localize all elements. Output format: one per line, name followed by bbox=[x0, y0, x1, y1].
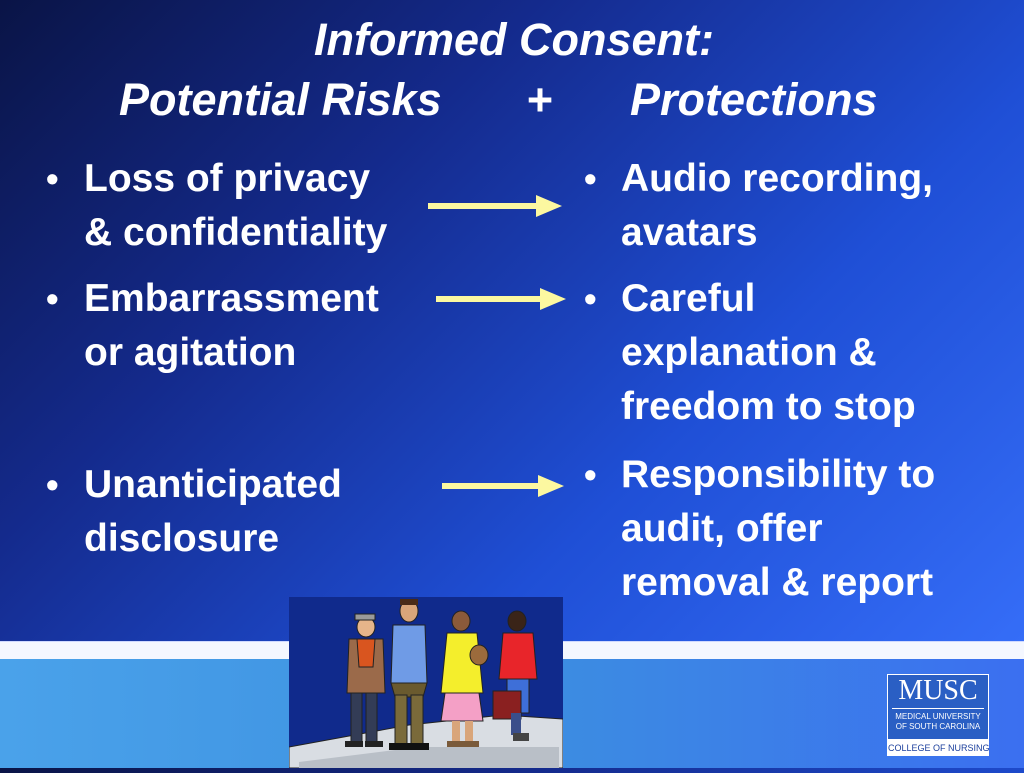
plus-sign: + bbox=[526, 74, 553, 125]
arrow-right-icon bbox=[436, 288, 566, 310]
bullet-dot: • bbox=[46, 464, 59, 505]
risk-item-privacy: • Loss of privacy & confidentiality bbox=[46, 152, 387, 260]
slide-subtitle-row: Potential Risks + Protections bbox=[0, 72, 1024, 128]
risks-heading: Potential Risks bbox=[119, 74, 442, 125]
protection-line: avatars bbox=[621, 211, 758, 254]
logo-college-label: COLLEGE OF NURSING bbox=[887, 740, 990, 756]
logo-sub-line: OF SOUTH CAROLINA bbox=[895, 722, 981, 731]
protection-item-audio: • Audio recording, avatars bbox=[584, 152, 933, 260]
logo-sub-line: MEDICAL UNIVERSITY bbox=[895, 712, 981, 721]
protection-line: Responsibility to bbox=[621, 453, 936, 496]
risk-line: Loss of privacy bbox=[84, 157, 371, 200]
people-clipart-icon bbox=[288, 599, 564, 769]
risk-line: or agitation bbox=[84, 331, 297, 374]
protection-line: removal & report bbox=[621, 561, 934, 604]
bullet-dot: • bbox=[584, 278, 597, 319]
arrow-right-icon bbox=[442, 475, 564, 497]
protection-item-explanation: • Careful explanation & freedom to stop bbox=[584, 272, 916, 434]
logo-panel: MUSC MEDICAL UNIVERSITY OF SOUTH CAROLIN… bbox=[887, 674, 989, 740]
risk-item-disclosure: • Unanticipated disclosure bbox=[46, 458, 342, 566]
risk-line: Unanticipated bbox=[84, 463, 342, 506]
logo-musc-text: MUSC bbox=[898, 675, 978, 706]
protections-heading: Protections bbox=[630, 74, 878, 125]
protection-line: explanation & bbox=[621, 331, 877, 374]
risk-line: disclosure bbox=[84, 517, 280, 560]
protection-line: freedom to stop bbox=[621, 385, 916, 428]
bullet-dot: • bbox=[46, 278, 59, 319]
musc-logo: MUSC MEDICAL UNIVERSITY OF SOUTH CAROLIN… bbox=[887, 674, 990, 756]
risk-line: Embarrassment bbox=[84, 277, 379, 320]
protection-item-responsibility: • Responsibility to audit, offer removal… bbox=[584, 448, 935, 610]
protection-line: audit, offer bbox=[621, 507, 823, 550]
bullet-dot: • bbox=[584, 158, 597, 199]
bullet-dot: • bbox=[46, 158, 59, 199]
risk-item-embarrassment: • Embarrassment or agitation bbox=[46, 272, 379, 380]
protection-line: Audio recording, bbox=[621, 157, 933, 200]
arrow-right-icon bbox=[428, 195, 562, 217]
logo-divider bbox=[892, 708, 984, 709]
bullet-dot: • bbox=[584, 454, 597, 495]
people-illustration bbox=[288, 597, 564, 769]
risk-line: & confidentiality bbox=[84, 211, 388, 254]
slide-title: Informed Consent: bbox=[314, 14, 714, 65]
protection-line: Careful bbox=[621, 277, 756, 320]
